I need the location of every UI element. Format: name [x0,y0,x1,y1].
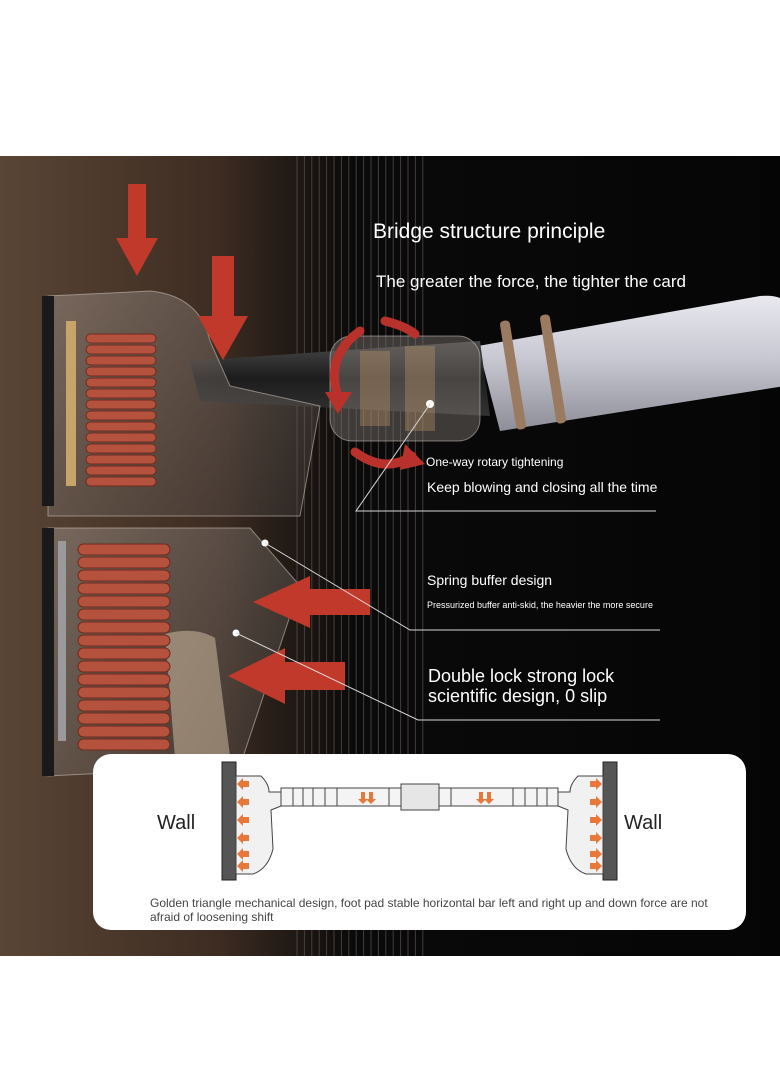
left-wall [221,761,237,881]
right-wall [602,761,618,881]
wall-label-right: Wall [624,812,663,834]
annotation-rotary-title: One-way rotary tightening [426,455,564,469]
rotary-coupling [329,335,481,442]
page-subtitle: The greater the force, the tighter the c… [376,272,686,291]
wall-diagram-card: Wall Wall Golden triangle mechanical des… [93,754,746,930]
product-illustration [42,184,780,777]
annotation-lock-line1: Double lock strong lock [428,666,615,686]
wall-mount-diagram [221,761,618,881]
spring-coil-icon [85,333,157,487]
force-arrow-icon [358,792,494,804]
spring-coil-icon [77,543,171,751]
wall-label-left: Wall [157,812,196,834]
leader-lines [235,403,660,721]
product-panel: Bridge structure principle The greater t… [0,156,780,956]
page-title: Bridge structure principle [373,220,606,243]
annotation-rotary-text: Keep blowing and closing all the time [427,479,658,495]
annotation-spring-title: Spring buffer design [427,572,553,588]
diagram-caption: Golden triangle mechanical design, foot … [150,896,708,924]
annotation-spring-text: Pressurized buffer anti-skid, the heavie… [427,600,653,610]
annotation-lock-line2: scientific design, 0 slip [428,686,608,706]
upper-bracket [42,290,321,517]
force-arrow-icon [237,778,602,872]
